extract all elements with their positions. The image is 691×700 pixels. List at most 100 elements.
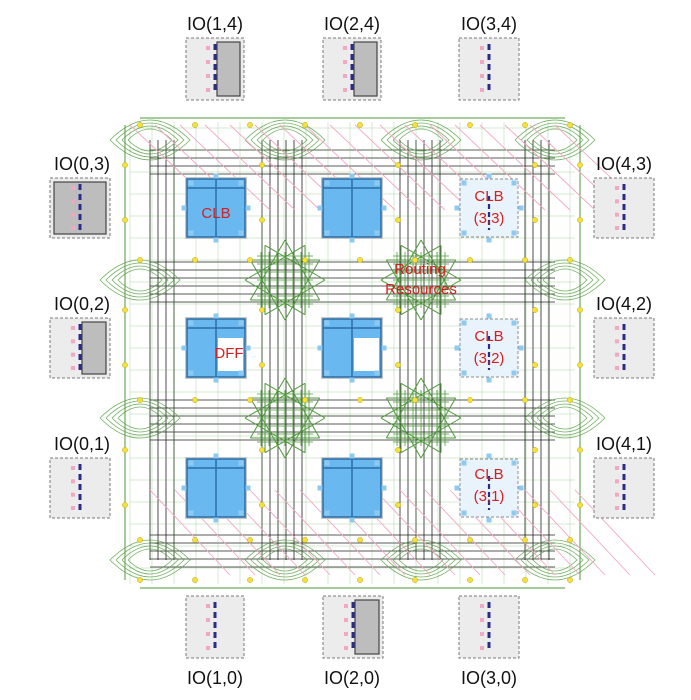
clb-pin — [188, 510, 194, 516]
io-label-2-0: IO(2,0) — [324, 668, 380, 688]
switch-dot — [522, 577, 528, 583]
clb-block-active — [181, 313, 251, 383]
clb-pin — [454, 205, 460, 211]
io-label-3-4: IO(3,4) — [461, 14, 517, 34]
io-pin — [71, 199, 75, 204]
clb-pin — [188, 180, 194, 186]
switchbox-chord — [244, 279, 306, 316]
pip-diagonal — [574, 489, 656, 576]
io-used-area — [353, 41, 378, 97]
switch-dot — [522, 257, 528, 263]
clb-block-inactive — [454, 313, 524, 383]
pip-diagonal — [379, 124, 471, 211]
clb-pin — [317, 485, 323, 491]
switch-arc — [532, 128, 578, 152]
dff-annotation: DFF — [214, 345, 243, 362]
io-pin — [615, 226, 619, 230]
switch-arc — [380, 539, 462, 581]
switch-arc — [111, 265, 169, 295]
clb-pin — [381, 345, 387, 351]
switchbox-chord — [380, 382, 442, 419]
switch-arc — [392, 125, 450, 155]
clb-pin — [324, 510, 330, 516]
switchbox-chord — [400, 279, 462, 316]
switch-dot — [395, 162, 401, 168]
clb-pin — [188, 370, 194, 376]
switch-dot — [137, 122, 143, 128]
pip-diagonal — [454, 124, 546, 211]
pip-diagonal — [424, 489, 506, 576]
io-pin — [480, 46, 484, 50]
clb-pin — [213, 173, 219, 179]
io-pin — [615, 479, 619, 484]
switch-arc — [121, 545, 179, 575]
switch-dot — [357, 577, 363, 583]
switch-dot — [522, 122, 528, 128]
clb-block-active — [181, 173, 251, 243]
switch-dot — [302, 397, 308, 403]
switch-arc — [256, 125, 314, 155]
switch-dot — [567, 257, 573, 263]
io-pin — [206, 646, 210, 650]
switchbox-chord — [420, 397, 457, 459]
switch-arc — [111, 403, 169, 433]
clb-pin — [486, 377, 492, 383]
io-pin — [343, 60, 347, 64]
clb-pin — [213, 453, 219, 459]
switch-dot — [467, 122, 473, 128]
switch-dot — [532, 502, 538, 508]
io-label-1-4: IO(1,4) — [187, 14, 243, 34]
switch-arc — [117, 406, 163, 430]
switchbox-chord — [284, 259, 321, 321]
io-pin — [206, 60, 210, 64]
io-used-area — [354, 599, 380, 655]
clb-pin — [511, 460, 517, 466]
clb-pin — [461, 370, 467, 376]
clb-pin — [374, 230, 380, 236]
switch-dot — [532, 217, 538, 223]
clb-pin — [317, 205, 323, 211]
switchbox-chord — [249, 377, 286, 439]
switch-arc — [262, 548, 308, 572]
clb-block-active — [317, 173, 387, 243]
pip-diagonal — [374, 489, 456, 576]
switch-arc — [262, 128, 308, 152]
switch-arc — [532, 548, 578, 572]
switch-arc — [250, 542, 320, 578]
switch-dot — [577, 502, 583, 508]
clb-pin — [486, 517, 492, 523]
switchbox-chord — [264, 417, 326, 454]
clb-pin — [381, 205, 387, 211]
io-block — [458, 37, 520, 101]
io-pin — [615, 492, 619, 497]
switchbox-chord — [284, 397, 321, 459]
pip-diagonal — [149, 489, 231, 576]
pip-diagonal — [229, 124, 321, 211]
switch-dot — [247, 397, 253, 403]
clb-pin — [188, 460, 194, 466]
io-label-4-3: IO(4,3) — [596, 154, 652, 174]
clb-pin — [461, 460, 467, 466]
clb-3-1-label-line1: CLB — [474, 466, 503, 483]
io-pin — [71, 352, 75, 357]
clb-pin — [245, 485, 251, 491]
switch-dot — [122, 502, 128, 508]
io-pin — [615, 199, 619, 204]
switch-arc — [526, 545, 584, 575]
io-pin — [71, 339, 75, 344]
clb-pin — [324, 230, 330, 236]
io-block — [322, 595, 384, 659]
clb-pin — [245, 205, 251, 211]
switch-dot — [259, 217, 265, 223]
clb-3-1-label-line2: (3,1) — [474, 488, 505, 505]
clb-pin — [238, 320, 244, 326]
pip-diagonal — [479, 124, 571, 211]
switch-arc — [398, 548, 444, 572]
switch-arc — [536, 265, 594, 295]
clb-pin — [238, 510, 244, 516]
clb-pin — [511, 180, 517, 186]
switch-arc — [520, 542, 590, 578]
switch-dot — [577, 217, 583, 223]
switchbox-chord — [420, 239, 457, 301]
switch-dot — [259, 162, 265, 168]
